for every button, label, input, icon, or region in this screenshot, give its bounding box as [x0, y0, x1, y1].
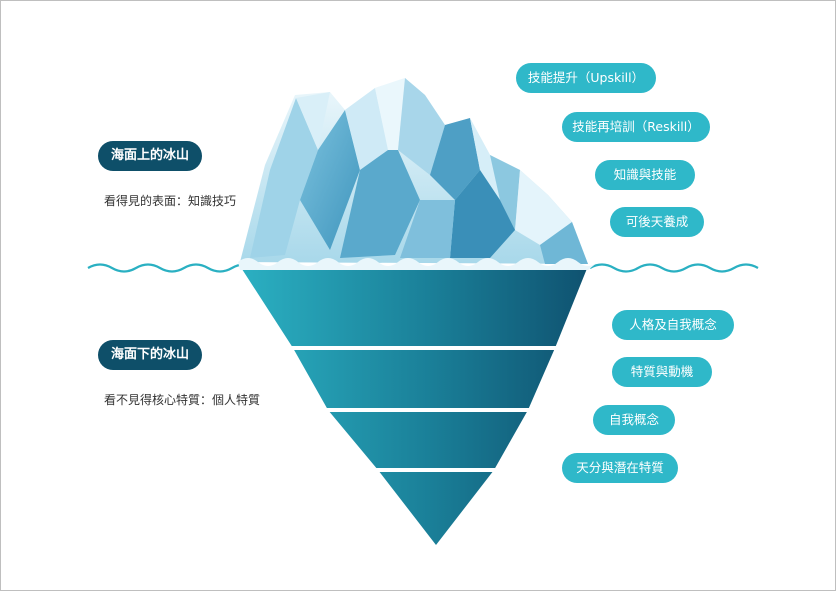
water-line-right — [589, 263, 759, 273]
foam-band — [238, 258, 598, 270]
below-item-personality: 人格及自我概念 — [612, 310, 734, 340]
above-water-title: 海面上的冰山 — [98, 141, 202, 171]
below-item-talent: 天分與潛在特質 — [562, 453, 678, 483]
above-item-reskill: 技能再培訓（Reskill） — [562, 112, 710, 142]
water-line — [87, 263, 257, 273]
above-item-acquirable: 可後天養成 — [610, 207, 704, 237]
above-water-subtitle: 看得見的表面：知識技巧 — [104, 194, 237, 208]
iceberg-underwater — [240, 266, 588, 545]
below-item-traits-motivation: 特質與動機 — [612, 357, 712, 387]
iceberg-peaks — [240, 78, 588, 264]
below-water-title: 海面下的冰山 — [98, 340, 202, 370]
above-item-knowledge-skills: 知識與技能 — [595, 160, 695, 190]
below-item-self-concept: 自我概念 — [593, 405, 675, 435]
below-water-subtitle: 看不見得核心特質：個人特質 — [104, 393, 261, 407]
above-item-upskill: 技能提升（Upskill） — [516, 63, 656, 93]
